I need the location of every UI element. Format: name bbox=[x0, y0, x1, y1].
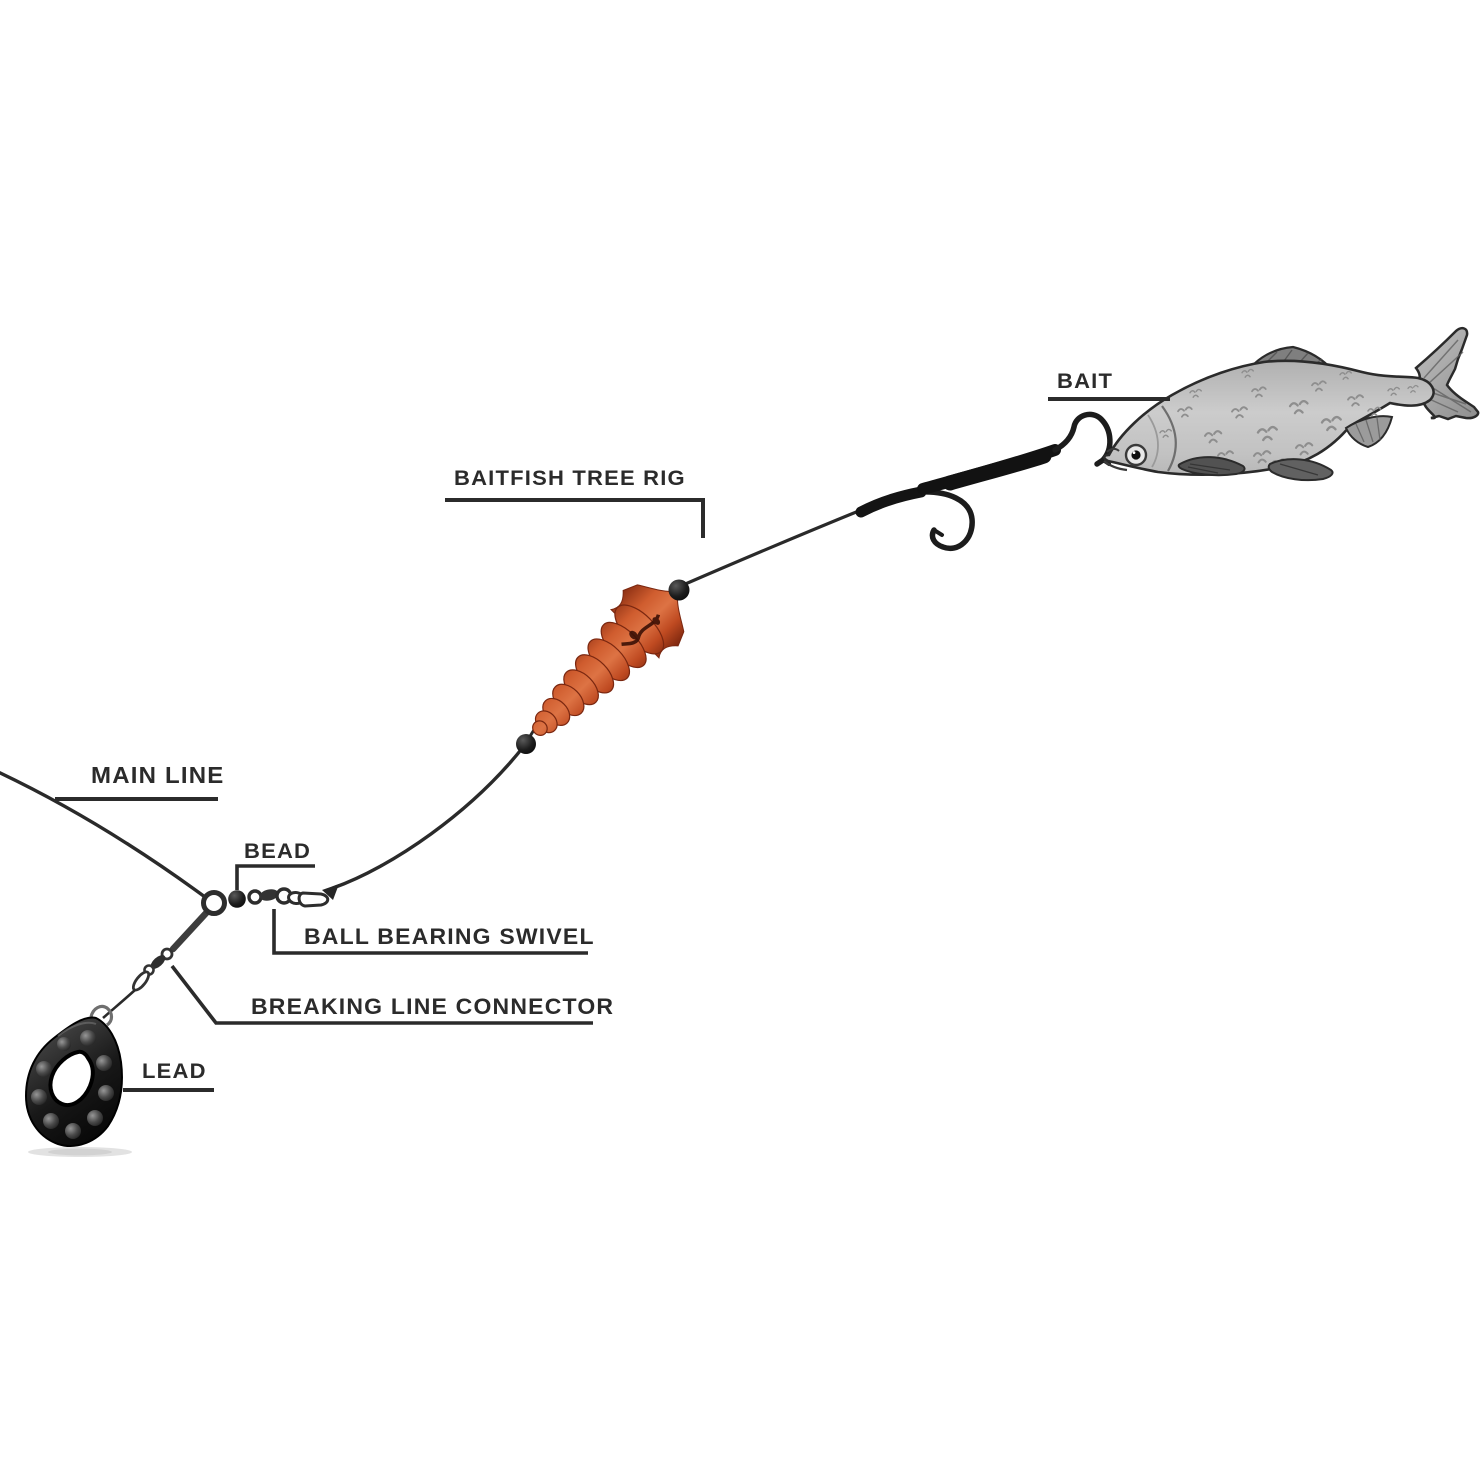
label-lead: LEAD bbox=[142, 1059, 207, 1084]
fish-anal-fin bbox=[1344, 415, 1394, 449]
ball-bearing-swivel-barrel bbox=[259, 889, 279, 901]
label-bead: BEAD bbox=[244, 839, 312, 864]
junction-hardware bbox=[201, 887, 330, 916]
breaking-line-dropper bbox=[102, 907, 212, 1019]
dropper-hook bbox=[918, 489, 975, 552]
bait-fish bbox=[1103, 326, 1480, 482]
fish-tail-fin bbox=[1414, 326, 1480, 421]
bead-component bbox=[228, 890, 246, 908]
rig-to-hook-line bbox=[682, 506, 867, 587]
ball-bearing-swivel-pointer bbox=[272, 909, 588, 955]
line-arrow-tip bbox=[322, 884, 339, 900]
bead-pointer bbox=[235, 864, 315, 890]
label-baitfish-tree-rig: BAITFISH TREE RIG bbox=[454, 466, 686, 491]
rig-logo-mark bbox=[621, 614, 661, 646]
lead-hole bbox=[48, 1049, 95, 1107]
breaking-line-connector-pointer bbox=[170, 964, 593, 1025]
fish-pectoral-fin bbox=[1177, 456, 1246, 477]
rig-bottom-bead bbox=[516, 734, 536, 754]
fish-body bbox=[1103, 359, 1435, 477]
baitfish-tree-rig-pointer bbox=[445, 498, 705, 538]
label-main-line: MAIN LINE bbox=[91, 763, 225, 789]
label-bait: BAIT bbox=[1057, 369, 1114, 394]
rig-top-bead bbox=[668, 579, 690, 601]
leader-to-rig-line bbox=[332, 721, 541, 890]
main-line-ring bbox=[201, 890, 227, 916]
bait-hook bbox=[1052, 411, 1113, 467]
breaking-line-connector-barrel bbox=[150, 955, 166, 969]
lead-dimples bbox=[31, 1030, 114, 1139]
dropper-clip bbox=[131, 970, 151, 992]
lead-weight bbox=[24, 1004, 132, 1157]
label-ball-bearing-swivel: BALL BEARING SWIVEL bbox=[304, 924, 595, 949]
swivel-ring-1 bbox=[247, 889, 263, 905]
label-breaking-line-connector: BREAKING LINE CONNECTOR bbox=[251, 994, 615, 1019]
fish-mouth bbox=[1103, 460, 1128, 472]
lead-wire-loop bbox=[89, 1004, 114, 1027]
hook-assembly bbox=[855, 411, 1113, 552]
snap-clip bbox=[297, 891, 330, 908]
hook-sleeve-1 bbox=[855, 486, 927, 518]
main-line bbox=[0, 771, 207, 899]
label-leader-lines bbox=[55, 397, 1170, 1092]
